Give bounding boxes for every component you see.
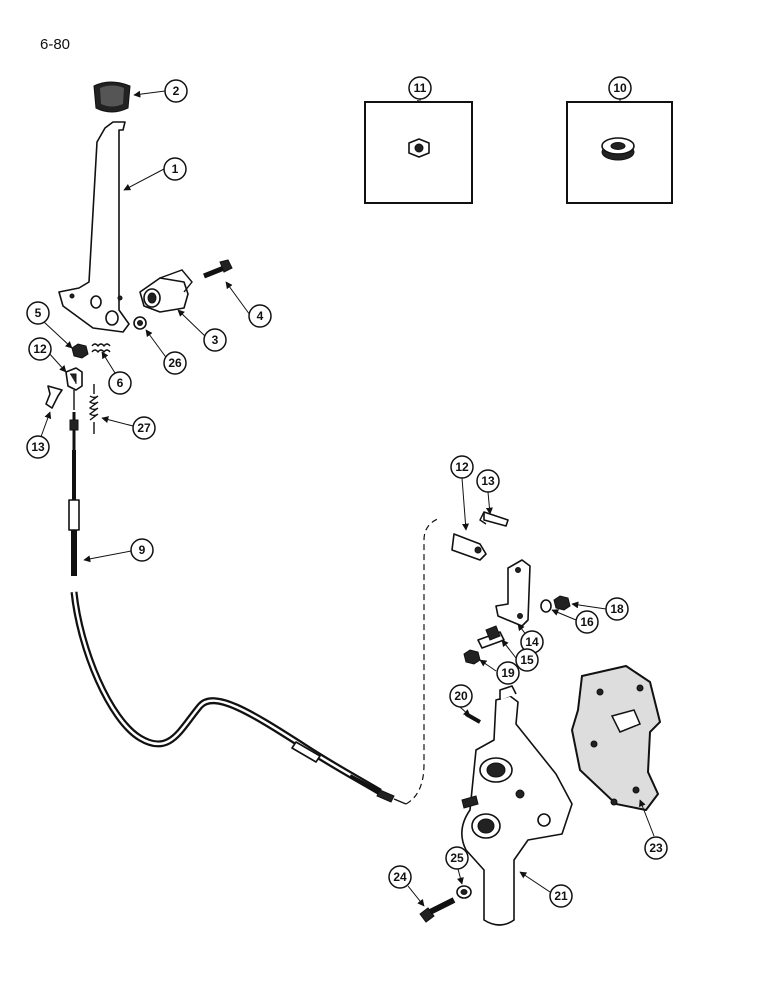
clevis-12-lower bbox=[451, 533, 487, 561]
callout-23: 23 bbox=[644, 836, 668, 860]
callout-6: 6 bbox=[108, 371, 132, 395]
callout-14: 14 bbox=[520, 630, 544, 654]
svg-text:1: 1 bbox=[172, 162, 179, 176]
callout-24: 24 bbox=[388, 865, 412, 889]
callout-15: 15 bbox=[515, 648, 539, 672]
callout-12-upper: 12 bbox=[28, 337, 52, 361]
washer-16 bbox=[540, 599, 552, 613]
svg-text:26: 26 bbox=[168, 356, 182, 370]
spring-6 bbox=[91, 343, 111, 354]
spring-27 bbox=[88, 384, 99, 434]
callout-20: 20 bbox=[449, 684, 473, 708]
svg-text:14: 14 bbox=[525, 635, 539, 649]
valve-body-21 bbox=[461, 685, 573, 926]
bolt-24 bbox=[419, 897, 456, 923]
callout-16: 16 bbox=[575, 610, 599, 634]
svg-text:2: 2 bbox=[173, 84, 180, 98]
callout-27: 27 bbox=[132, 416, 156, 440]
gasket-23 bbox=[570, 664, 662, 812]
pin-20 bbox=[465, 712, 481, 724]
nut-19 bbox=[463, 649, 481, 665]
svg-text:6: 6 bbox=[117, 376, 124, 390]
callout-10: 10 bbox=[608, 76, 632, 100]
callout-2: 2 bbox=[164, 79, 188, 103]
svg-text:21: 21 bbox=[554, 889, 568, 903]
svg-text:9: 9 bbox=[139, 543, 146, 557]
page-number: 6-80 bbox=[40, 36, 71, 53]
callout-3: 3 bbox=[203, 328, 227, 352]
lever-1 bbox=[58, 121, 130, 333]
inset-box-10 bbox=[566, 101, 673, 204]
svg-text:20: 20 bbox=[454, 689, 468, 703]
svg-text:18: 18 bbox=[610, 602, 624, 616]
bracket-14 bbox=[495, 559, 531, 627]
callout-9: 9 bbox=[130, 538, 154, 562]
callout-1: 1 bbox=[163, 157, 187, 181]
svg-text:12: 12 bbox=[33, 342, 47, 356]
clevis-12-upper bbox=[65, 367, 83, 410]
svg-text:24: 24 bbox=[393, 870, 407, 884]
callout-19: 19 bbox=[496, 661, 520, 685]
svg-text:25: 25 bbox=[450, 851, 464, 865]
callout-13-upper: 13 bbox=[26, 435, 50, 459]
callout-13-lower: 13 bbox=[476, 469, 500, 493]
callout-11: 11 bbox=[408, 76, 432, 100]
callout-5: 5 bbox=[26, 301, 50, 325]
svg-text:11: 11 bbox=[414, 81, 427, 95]
svg-text:23: 23 bbox=[649, 841, 663, 855]
stud-15 bbox=[477, 625, 505, 649]
inset-box-11 bbox=[364, 100, 473, 204]
nut-5 bbox=[71, 343, 89, 359]
svg-text:3: 3 bbox=[212, 333, 219, 347]
callout-18: 18 bbox=[605, 597, 629, 621]
clip-13-upper bbox=[45, 385, 63, 409]
callout-25: 25 bbox=[445, 846, 469, 870]
callout-26: 26 bbox=[163, 351, 187, 375]
svg-text:10: 10 bbox=[613, 81, 627, 95]
cable-9-upper bbox=[68, 412, 80, 576]
cable-9-lower-end bbox=[291, 741, 407, 805]
svg-text:12: 12 bbox=[455, 460, 469, 474]
svg-text:15: 15 bbox=[520, 653, 534, 667]
svg-text:27: 27 bbox=[137, 421, 151, 435]
dashed-connection bbox=[405, 517, 441, 805]
pivot-3 bbox=[139, 269, 193, 313]
svg-text:16: 16 bbox=[580, 615, 594, 629]
bolt-4 bbox=[203, 259, 233, 279]
cable-9-run bbox=[70, 591, 382, 796]
svg-text:13: 13 bbox=[31, 440, 45, 454]
svg-text:13: 13 bbox=[481, 474, 495, 488]
svg-text:5: 5 bbox=[35, 306, 42, 320]
callout-12-lower: 12 bbox=[450, 455, 474, 479]
bushing-2 bbox=[93, 81, 131, 113]
callout-21: 21 bbox=[549, 884, 573, 908]
svg-text:19: 19 bbox=[501, 666, 515, 680]
svg-text:4: 4 bbox=[257, 309, 264, 323]
clip-13-lower bbox=[479, 511, 509, 527]
callout-4: 4 bbox=[248, 304, 272, 328]
nut-18 bbox=[553, 595, 571, 611]
